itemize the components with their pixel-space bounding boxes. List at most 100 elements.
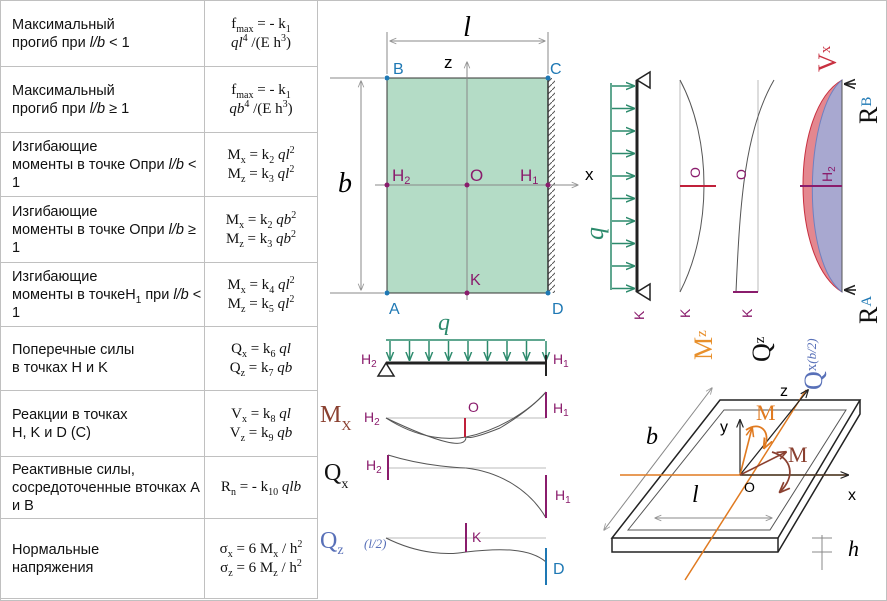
label-part: сосредоточенные в [12, 479, 143, 496]
formula-token: = 6 M [232, 540, 274, 557]
plate-diagram: l b z x B C A D H2 O H1 K [330, 12, 594, 318]
formula-token: 10 [268, 487, 279, 498]
formula-token: 3 [282, 98, 288, 110]
formula-line: Vx = k8 ql [205, 405, 317, 425]
corner-a: A [389, 301, 400, 318]
label-part: l/b [173, 286, 189, 303]
mz-diagram: O K Mz [677, 79, 718, 360]
formula-token: z [240, 367, 246, 379]
label-part: напряжения [12, 559, 94, 576]
formula-token: = - k [253, 81, 286, 98]
formula-line: qb4 /(E h3) [205, 98, 317, 119]
label-part: Изгибающие [12, 268, 98, 285]
formula-token: ) [287, 100, 293, 117]
label-part: точках A и B [12, 479, 200, 514]
label-part: l/b [89, 34, 106, 51]
iso-dim-b: b [646, 424, 658, 450]
formula-line: fmax = - k1 [205, 81, 317, 101]
beam-z-bottom-label: K [631, 310, 647, 320]
label-part: Нормальные [12, 541, 100, 558]
formula-token: 3 [267, 238, 273, 250]
formula-token: M [225, 230, 240, 247]
formula-token: 6 [270, 348, 276, 360]
formula-token: = k [245, 295, 269, 312]
point-h1: H1 [520, 166, 538, 187]
label-part: Изгибающие [12, 138, 98, 155]
formula-token: x [241, 348, 247, 360]
formula-token: Q [229, 359, 241, 376]
formula-token: z [240, 432, 246, 444]
formula-token: qb [272, 211, 292, 228]
formula-line: σx = 6 Mx / h2 [205, 539, 317, 560]
formula-token: M [227, 276, 241, 293]
iso-dim-h: h [848, 536, 859, 561]
dim-l-label: l [463, 12, 471, 43]
qx-curve [387, 454, 547, 519]
label-part: Реакции в точках [12, 406, 128, 423]
formula-token: /(E h [247, 34, 281, 51]
iso-axis-z: z [780, 383, 788, 400]
formula-token: 3 [281, 32, 286, 44]
label-part: l/b [89, 100, 106, 117]
corner-c: C [550, 61, 562, 78]
label-part: моменты в точке O [12, 221, 141, 238]
iso-moment-2: M [788, 442, 808, 467]
formula-line: Mz = k5 ql2 [205, 293, 317, 315]
moment-1-icon [745, 425, 767, 448]
formula-token: = k [243, 230, 268, 247]
mx-center: O [468, 399, 479, 415]
formula-token: = k [246, 340, 271, 357]
qz-label: Qz [747, 336, 776, 362]
formula-token: = k [244, 211, 268, 228]
mx-diagram: MX H2 O H1 [320, 391, 569, 444]
formula-line: fmax = - k1 [205, 15, 317, 35]
formula-token: ) [286, 34, 291, 51]
formula-token: 2 [289, 293, 295, 305]
formula-token: 5 [268, 303, 274, 315]
formula-token: 1 [285, 89, 291, 101]
formula-token: = k [246, 405, 271, 422]
qz-l2-frac: (l/2) [364, 536, 386, 551]
vx-qx-diagram: H2 Vx RB RA Qx(b/2) [799, 45, 883, 390]
formula-token: 2 [291, 228, 296, 240]
mz-center: O [687, 167, 703, 178]
formula-token: 9 [268, 432, 274, 444]
qz-l2-center: K [472, 529, 482, 545]
table-row: Реактивные силы,сосредоточенные вточках … [0, 456, 318, 519]
formula-token: z [228, 567, 233, 579]
formula-token: ql [231, 34, 243, 51]
label-part: ≥ 1 [12, 221, 196, 256]
label-part: прогиб при [12, 100, 90, 117]
formula-line: Mx = k2 qb2 [205, 210, 317, 230]
label-sub: 1 [135, 294, 142, 306]
formula-line: Qz = k7 qb [205, 359, 317, 379]
ra-label: RA [854, 296, 883, 324]
qz-bottom: K [739, 308, 755, 318]
iso-axis-x: x [848, 487, 856, 504]
qx-b2-center: H2 [819, 166, 838, 182]
formula-token: x [227, 548, 233, 560]
label-part: прогиб при [12, 34, 90, 51]
formula-line: Qx = k6 ql [205, 340, 317, 360]
formula-token: M [227, 146, 241, 163]
label-part: ≥ 1 [105, 100, 130, 117]
axis-z-label: z [444, 53, 453, 72]
mz-bottom: K [677, 308, 693, 318]
formula-token: V [231, 405, 242, 422]
formula-line: Mx = k4 ql2 [205, 275, 317, 295]
formula-token: = k [245, 165, 269, 182]
formula-token: M [225, 211, 240, 228]
iso-z-axis [684, 389, 807, 581]
